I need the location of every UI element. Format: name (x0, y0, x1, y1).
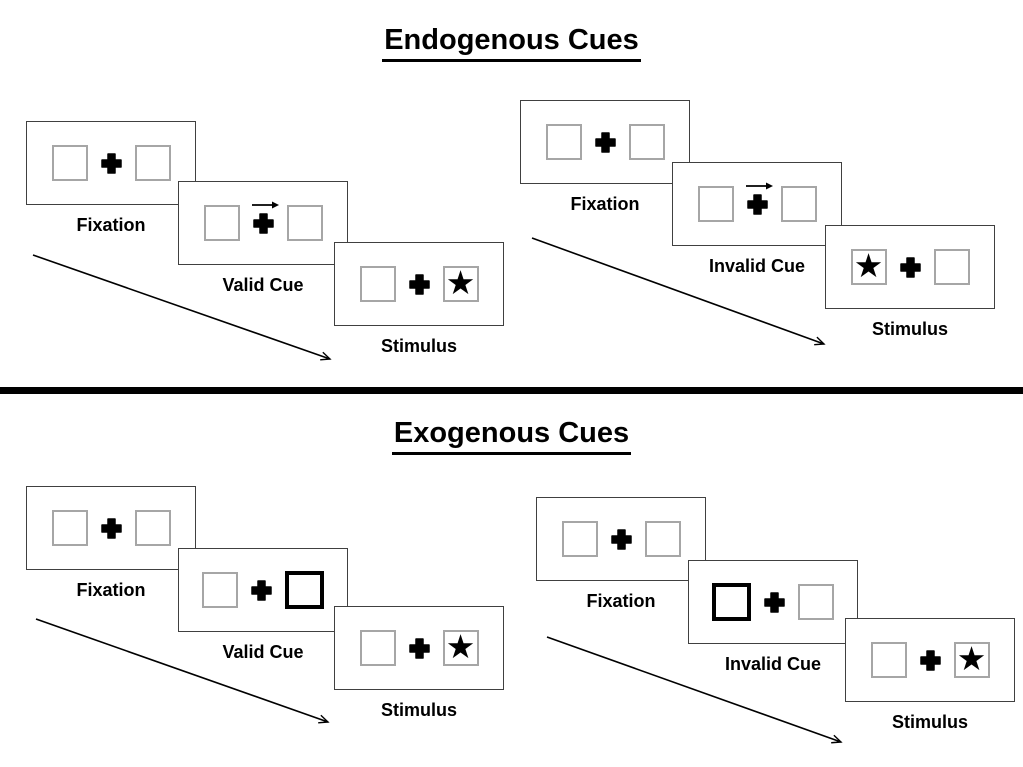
panel-endo-invalid-fixation: Fixation (520, 100, 690, 215)
fixation-cross-icon (745, 182, 773, 215)
panel-endo-valid-stimulus: ★ Stimulus (334, 242, 504, 357)
left-placeholder-box (51, 510, 88, 546)
trial-screen: ★ (825, 225, 995, 309)
left-placeholder-box (359, 630, 396, 666)
panel-label: Stimulus (380, 336, 457, 356)
left-placeholder-box (697, 186, 734, 222)
star-icon: ★ (853, 246, 884, 285)
section-title-text: Exogenous Cues (391, 417, 632, 455)
fixation-cross-icon (251, 579, 272, 601)
panel-exo-invalid-cue: Invalid Cue (688, 560, 858, 675)
left-placeholder-box (359, 266, 396, 302)
panel-label: Stimulus (891, 712, 968, 732)
section-title-text: Endogenous Cues (382, 24, 641, 62)
right-placeholder-box: ★ (442, 627, 479, 666)
cue-highlight-box (285, 571, 324, 609)
fixation-cross-icon (610, 528, 632, 550)
fixation-cross-icon (408, 273, 430, 295)
left-placeholder-box (561, 521, 598, 557)
cue-arrow-icon (251, 201, 279, 208)
fixation-cross-icon (251, 201, 279, 234)
panel-exo-invalid-fixation: Fixation (536, 497, 706, 612)
fixation-cross-icon (408, 637, 430, 659)
trial-screen (178, 181, 348, 265)
left-placeholder-box: ★ (850, 246, 887, 285)
section-title-endogenous: Endogenous Cues (0, 24, 1023, 62)
trial-screen (26, 121, 196, 205)
fixation-cross-icon (100, 152, 122, 174)
panel-label: Fixation (76, 580, 146, 600)
right-placeholder-box (286, 205, 323, 241)
panel-label: Stimulus (871, 319, 948, 339)
right-placeholder-box (933, 249, 970, 285)
right-placeholder-box (134, 510, 171, 546)
fixation-cross-icon (899, 256, 921, 278)
trial-screen: ★ (334, 606, 504, 690)
panel-endo-invalid-cue: Invalid Cue (672, 162, 842, 277)
panel-exo-invalid-stimulus: ★ Stimulus (845, 618, 1015, 733)
star-icon: ★ (445, 627, 476, 666)
right-placeholder-box (628, 124, 665, 160)
panel-exo-valid-stimulus: ★ Stimulus (334, 606, 504, 721)
left-placeholder-box (203, 205, 240, 241)
trial-screen (520, 100, 690, 184)
panel-label: Valid Cue (222, 642, 304, 662)
panel-endo-valid-cue: Valid Cue (178, 181, 348, 296)
left-placeholder-box (51, 145, 88, 181)
panel-label: Valid Cue (222, 275, 304, 295)
right-placeholder-box (644, 521, 681, 557)
fixation-cross-icon (764, 591, 785, 613)
trial-screen (178, 548, 348, 632)
fixation-cross-icon (594, 131, 616, 153)
left-placeholder-box (870, 642, 907, 678)
panel-label: Stimulus (380, 700, 457, 720)
panel-label: Invalid Cue (724, 654, 822, 674)
star-icon: ★ (445, 263, 476, 302)
right-placeholder-box (134, 145, 171, 181)
cue-arrow-icon (745, 182, 773, 189)
panel-exo-valid-fixation: Fixation (26, 486, 196, 601)
cue-highlight-box (712, 583, 751, 621)
trial-screen: ★ (334, 242, 504, 326)
right-placeholder-box: ★ (442, 263, 479, 302)
section-divider (0, 387, 1023, 394)
panel-label: Fixation (76, 215, 146, 235)
trial-screen (536, 497, 706, 581)
trial-screen (672, 162, 842, 246)
fixation-cross-icon (100, 517, 122, 539)
panel-exo-valid-cue: Valid Cue (178, 548, 348, 663)
panel-endo-invalid-stimulus: ★ Stimulus (825, 225, 995, 340)
star-icon: ★ (956, 639, 987, 678)
panel-endo-valid-fixation: Fixation (26, 121, 196, 236)
right-placeholder-box: ★ (953, 639, 990, 678)
left-placeholder-box (545, 124, 582, 160)
trial-screen: ★ (845, 618, 1015, 702)
right-placeholder-box (798, 584, 834, 620)
panel-label: Fixation (570, 194, 640, 214)
left-placeholder-box (202, 572, 238, 608)
panel-label: Fixation (586, 591, 656, 611)
section-title-exogenous: Exogenous Cues (0, 417, 1023, 455)
panel-label: Invalid Cue (708, 256, 806, 276)
trial-screen (26, 486, 196, 570)
fixation-cross-icon (919, 649, 941, 671)
right-placeholder-box (780, 186, 817, 222)
trial-screen (688, 560, 858, 644)
